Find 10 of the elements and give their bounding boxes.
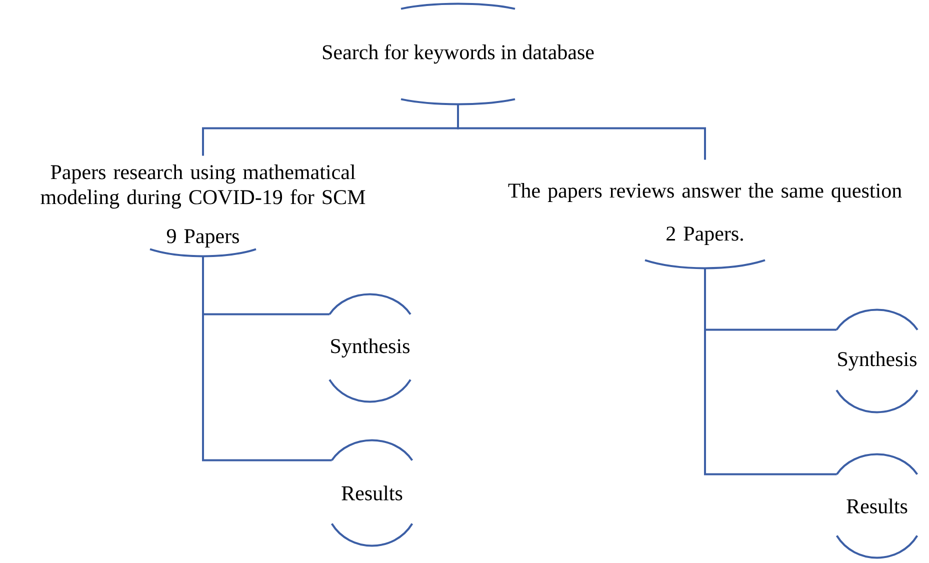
- connector-line: [202, 256, 332, 462]
- connector-line: [704, 268, 837, 476]
- paper-group-box: Papers research using mathematical modeling during COVID-19 for SCM 9 Papers: [40, 164, 366, 258]
- arc-text-box: Synthesis: [836, 308, 918, 414]
- paper-group-box: The papers reviews answer the same question 2 Papers.: [508, 182, 902, 270]
- arc-text-box: Search for keywords in database: [322, 2, 594, 106]
- arc-text-box: Results: [331, 439, 413, 547]
- connector-line: [457, 104, 706, 160]
- arc-text-box: Synthesis: [328, 293, 412, 403]
- arc-text-box: Results: [836, 453, 918, 559]
